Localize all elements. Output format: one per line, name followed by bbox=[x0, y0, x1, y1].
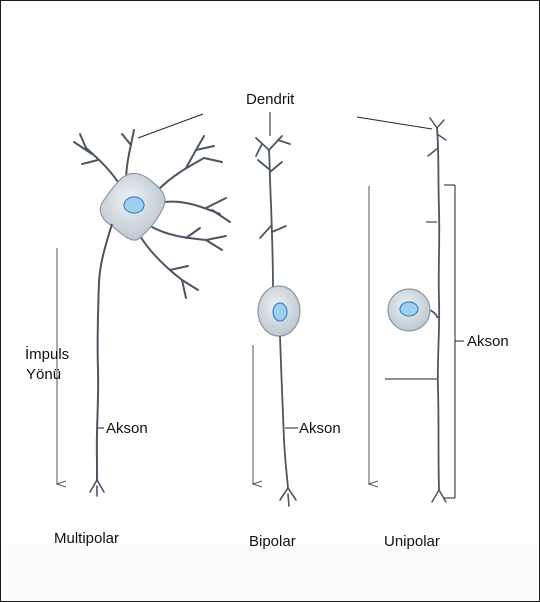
multipolar-neuron bbox=[74, 130, 230, 496]
bipolar-axon bbox=[280, 336, 288, 488]
multipolar-axon bbox=[97, 224, 112, 480]
caption-unipolar: Unipolar bbox=[384, 534, 440, 549]
pointer-line-multipolar bbox=[138, 114, 203, 138]
impulse-label-line2: Yönü bbox=[26, 367, 61, 382]
bipolar-axon-terminal bbox=[280, 488, 296, 506]
impulse-direction-arrows bbox=[57, 186, 369, 484]
multipolar-axon-terminal bbox=[90, 480, 104, 496]
bipolar-dendrites bbox=[256, 136, 290, 288]
axon-label-multipolar: Akson bbox=[106, 421, 148, 436]
unipolar-process bbox=[437, 128, 439, 490]
multipolar-nucleus bbox=[124, 197, 144, 213]
unipolar-axon-terminal bbox=[432, 490, 446, 502]
caption-multipolar: Multipolar bbox=[54, 531, 119, 546]
unipolar-axon-bracket bbox=[444, 185, 464, 498]
axon-label-unipolar: Akson bbox=[467, 334, 509, 349]
dendrite-pointer-lines bbox=[138, 112, 432, 138]
impulse-label-line1: İmpuls bbox=[25, 347, 69, 362]
axon-label-bipolar: Akson bbox=[299, 421, 341, 436]
caption-bipolar: Bipolar bbox=[249, 534, 296, 549]
unipolar-stem bbox=[430, 310, 438, 318]
dendrite-label: Dendrit bbox=[246, 92, 294, 107]
unipolar-nucleus bbox=[400, 302, 418, 316]
bipolar-nucleus bbox=[273, 303, 287, 321]
pointer-line-unipolar bbox=[357, 117, 432, 129]
bipolar-neuron bbox=[256, 136, 300, 506]
unipolar-neuron bbox=[388, 118, 446, 502]
